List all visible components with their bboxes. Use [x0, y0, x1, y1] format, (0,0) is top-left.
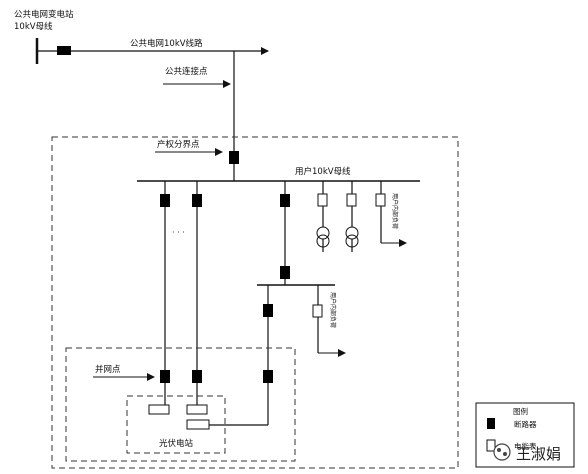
watermark: 王淑娟: [493, 443, 561, 463]
pv-unit-2: [186, 404, 208, 415]
substation-name-label: 公共电网变电站: [14, 9, 74, 20]
legend-breaker-symbol: [487, 418, 495, 429]
mid-feeder-breaker-top: [280, 194, 290, 207]
boundary-breaker: [229, 151, 239, 164]
pv-unit-1: [148, 404, 170, 415]
legend-second-label: 电能表: [514, 441, 537, 451]
sub-bus-pv-breaker-1: [263, 304, 273, 317]
legend-box: [475, 402, 575, 468]
grid-breaker-2: [192, 370, 202, 383]
property-boundary-label: 产权分界点: [157, 139, 200, 150]
grid-connection-label: 并网点: [95, 364, 121, 375]
substation-breaker: [57, 46, 71, 55]
transformer-2-switch: [346, 193, 357, 207]
grid-breaker-1: [160, 370, 170, 383]
substation-bus-label: 10kV母线: [14, 21, 53, 32]
watermark-text: 王淑娟: [516, 445, 561, 463]
user-load-label-2: 用户内部负荷: [329, 292, 337, 328]
transformer-2-coil-b: [345, 234, 359, 248]
watermark-logo-icon-inner-2: [503, 452, 507, 456]
user-bus-label: 用户10kV母线: [295, 166, 351, 177]
legend-breaker-label: 断路器: [514, 419, 537, 429]
pv-station-boundary: [126, 395, 226, 454]
pv-station-label: 光伏电站: [159, 438, 194, 449]
pv-feeder-2-breaker: [192, 194, 202, 207]
grid-connection-boundary: [65, 347, 296, 462]
watermark-logo-icon-inner: [497, 448, 501, 452]
load-1-switch: [375, 193, 386, 207]
sub-bus-pv-breaker-2: [263, 370, 273, 383]
pv-feeder-1-breaker: [160, 194, 170, 207]
pv-unit-3: [186, 419, 210, 430]
transformer-1-switch: [317, 193, 328, 207]
watermark-logo-icon: [493, 443, 511, 461]
public-connection-label: 公共连接点: [165, 66, 208, 77]
user-area-boundary: [51, 136, 459, 469]
public-line-label: 公共电网10kV线路: [130, 38, 203, 49]
load-2-switch: [312, 304, 323, 318]
legend-title: 图例: [513, 406, 528, 416]
user-load-label-1: 用户内部负荷: [391, 193, 399, 229]
transformer-1-coil-b: [316, 234, 330, 248]
mid-feeder-breaker-bottom: [280, 266, 290, 279]
ellipsis-label: · · ·: [172, 228, 185, 237]
legend-second-symbol: [486, 439, 496, 452]
